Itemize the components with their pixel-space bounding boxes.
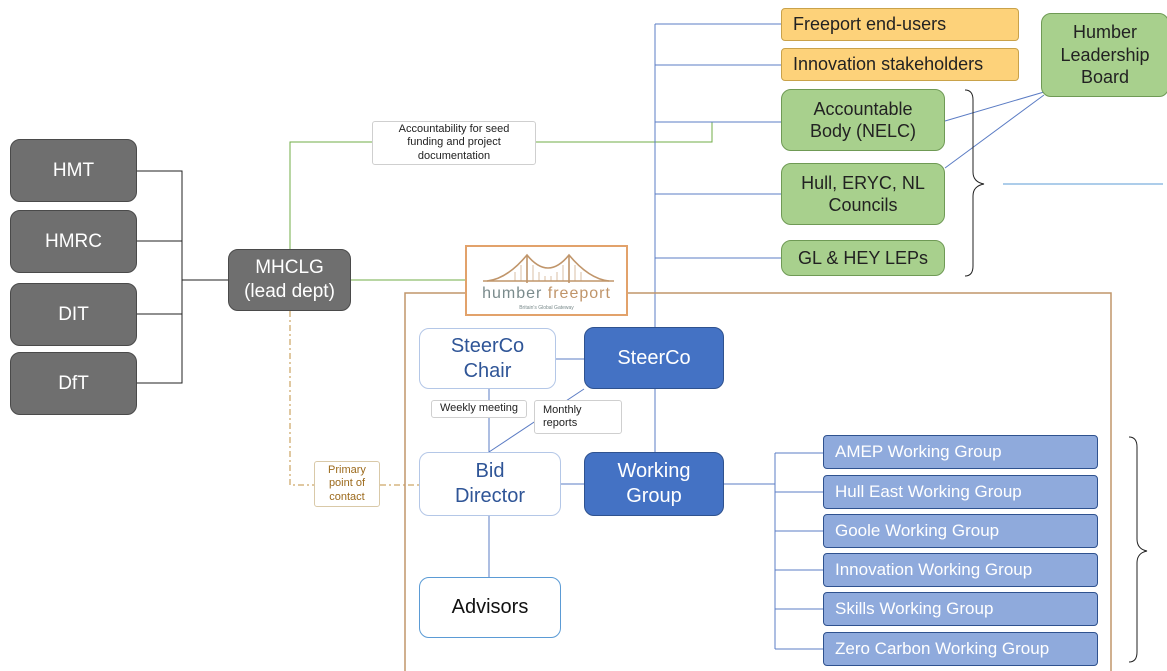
leadership-board-line2: Leadership: [1060, 44, 1150, 65]
working-group-line1: Working: [617, 460, 691, 482]
primary-contact-line1: Primary: [328, 464, 366, 477]
hull-east-working-group-box: Hull East Working Group: [823, 475, 1098, 509]
advisors-box: Advisors: [419, 577, 561, 638]
hmrc-label: HMRC: [45, 230, 102, 252]
dit-label: DIT: [58, 303, 89, 325]
advisors-label: Advisors: [451, 596, 529, 618]
mhclg-label-line2: (lead dept): [244, 281, 335, 302]
steerco-label: SteerCo: [617, 346, 691, 369]
logo-word-freeport: freeport: [547, 285, 611, 302]
amep-working-group-box: AMEP Working Group: [823, 435, 1098, 469]
bid-director-line1: Bid: [475, 460, 505, 482]
monthly-reports-line2: reports: [543, 417, 578, 429]
leadership-board-line1: Humber: [1072, 22, 1137, 43]
monthly-reports-line1: Monthly: [543, 403, 582, 416]
humber-freeport-logo: humber freeport Britain's Global Gateway: [465, 245, 628, 316]
goole-working-group-box: Goole Working Group: [823, 514, 1098, 548]
working-group-line2: Group: [626, 485, 682, 507]
accountability-note-line1: Accountability for seed: [398, 123, 510, 136]
mhclg-box: MHCLG(lead dept): [228, 249, 351, 311]
councils-line1: Hull, ERYC, NL: [801, 172, 925, 193]
mhclg-label-line1: MHCLG: [255, 257, 324, 279]
logo-tagline: Britain's Global Gateway: [519, 305, 574, 311]
hmt-label: HMT: [52, 159, 95, 181]
weekly-meeting-label: Weekly meeting: [439, 402, 519, 415]
leps-box: GL & HEY LEPs: [781, 240, 945, 276]
primary-contact-line2: point of: [328, 477, 366, 490]
accountable-body-line1: Accountable: [813, 98, 913, 119]
hmt-box: HMT: [10, 139, 137, 202]
hmrc-box: HMRC: [10, 210, 137, 273]
dft-label: DfT: [58, 372, 89, 394]
freeport-end-users-label: Freeport end-users: [793, 14, 947, 35]
leadership-board-line3: Board: [1080, 67, 1130, 88]
accountable-body-line2: Body (NELC): [809, 121, 917, 141]
working-group-item-label: Innovation Working Group: [835, 560, 1033, 580]
bridge-icon: [483, 253, 614, 283]
working-group-item-label: Skills Working Group: [835, 599, 994, 619]
working-group-item-label: Zero Carbon Working Group: [835, 639, 1050, 659]
accountability-note-line3: documentation: [417, 149, 491, 162]
innovation-stakeholders-box: Innovation stakeholders: [781, 48, 1019, 81]
dit-box: DIT: [10, 283, 137, 346]
steerco-chair-line2: Chair: [463, 359, 512, 382]
steerco-box: SteerCo: [584, 327, 724, 389]
leps-label: GL & HEY LEPs: [797, 247, 929, 268]
zero-carbon-working-group-box: Zero Carbon Working Group: [823, 632, 1098, 666]
innovation-stakeholders-label: Innovation stakeholders: [793, 54, 984, 75]
working-group-item-label: AMEP Working Group: [835, 442, 1002, 462]
working-group-item-label: Goole Working Group: [835, 521, 1000, 541]
weekly-meeting-note: Weekly meeting: [431, 400, 527, 418]
skills-working-group-box: Skills Working Group: [823, 592, 1098, 626]
freeport-end-users-box: Freeport end-users: [781, 8, 1019, 41]
primary-contact-line3: contact: [329, 490, 365, 503]
accountability-note-line2: funding and project: [407, 136, 501, 149]
bid-director-line2: Director: [454, 485, 525, 507]
dft-box: DfT: [10, 352, 137, 415]
steerco-chair-line1: SteerCo: [450, 334, 525, 357]
working-group-item-label: Hull East Working Group: [835, 482, 1022, 502]
innovation-working-group-box: Innovation Working Group: [823, 553, 1098, 587]
councils-line2: Councils: [828, 195, 898, 215]
logo-word-humber: humber: [482, 285, 543, 302]
